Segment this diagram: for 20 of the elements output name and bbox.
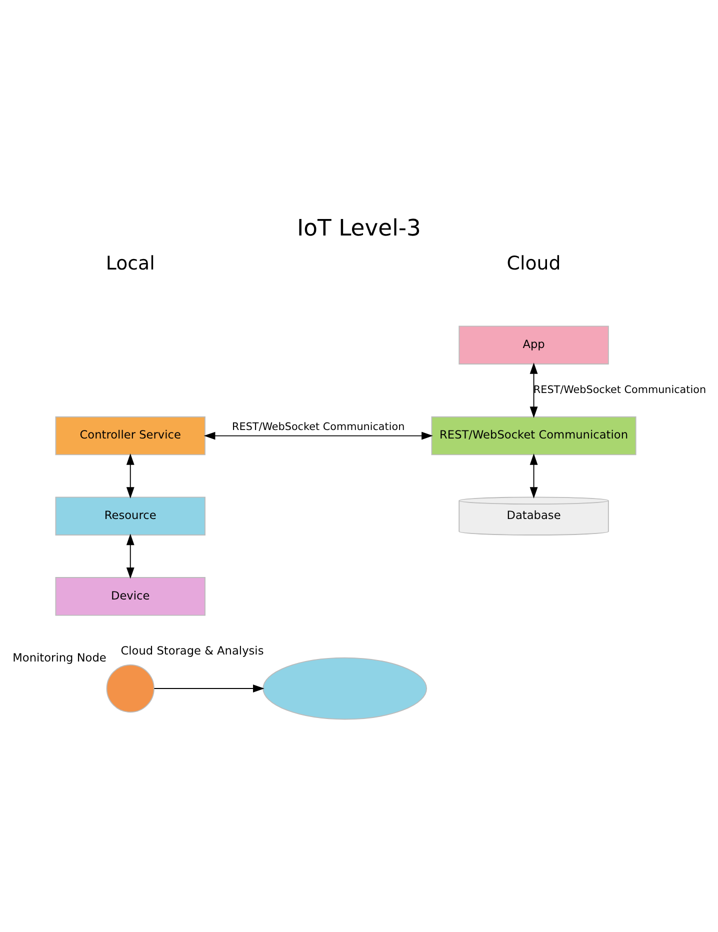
node-cloud — [262, 656, 428, 720]
arrow — [204, 431, 433, 440]
node-circle — [106, 664, 154, 712]
arrow — [126, 533, 134, 578]
label: Local — [106, 252, 155, 274]
edge-label: REST/WebSocket Communication — [533, 384, 706, 396]
node-box: Device — [55, 576, 206, 616]
node-box: REST/WebSocket Communication — [431, 416, 636, 455]
node-box: Controller Service — [55, 416, 206, 455]
arrow — [154, 684, 264, 692]
arrow — [530, 453, 538, 498]
label: Cloud — [506, 252, 561, 274]
diagram-title: IoT Level-3 — [297, 215, 421, 242]
node-box: Resource — [55, 496, 206, 535]
node-label: Cloud Storage & Analysis — [120, 643, 264, 658]
node-box: App — [458, 325, 609, 364]
edge-label: REST/WebSocket Communication — [232, 420, 405, 432]
node-label: Monitoring Node — [12, 650, 106, 664]
arrow — [126, 453, 134, 498]
arrow — [530, 362, 538, 418]
